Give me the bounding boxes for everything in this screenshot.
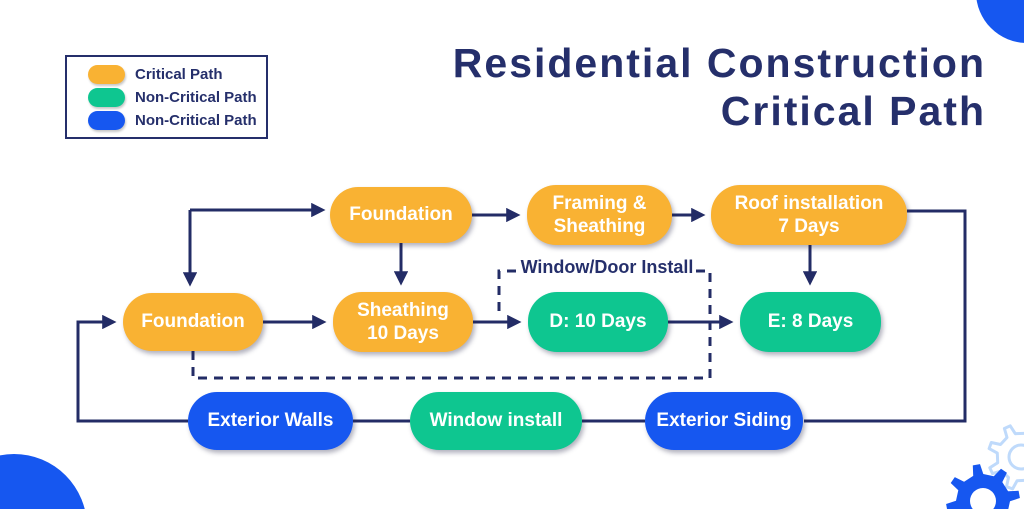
group-label-window-door-install: Window/Door Install bbox=[519, 257, 695, 278]
node-foundation-top: Foundation bbox=[330, 187, 472, 243]
node-label: Exterior Siding bbox=[656, 410, 792, 432]
node-framing-sheathing: Framing &Sheathing bbox=[527, 185, 672, 245]
node-label: Foundation bbox=[141, 311, 245, 333]
legend-pill-icon bbox=[88, 87, 125, 107]
node-label: Roof installation bbox=[734, 192, 884, 214]
page-title: Residential Construction Critical Path bbox=[306, 40, 986, 135]
node-label: 10 Days bbox=[367, 323, 439, 344]
legend-item-label: Critical Path bbox=[135, 65, 223, 83]
legend-pill-icon bbox=[88, 64, 125, 84]
page-title-line1: Residential Construction bbox=[452, 40, 986, 86]
node-label: Exterior Walls bbox=[207, 410, 334, 432]
gear-outline-hole bbox=[1007, 443, 1024, 471]
node-label: Foundation bbox=[349, 204, 453, 226]
node-label: Sheathing bbox=[357, 299, 449, 321]
edge-roof-to-exterior-siding bbox=[804, 209, 967, 423]
node-label: D: 10 Days bbox=[549, 311, 647, 333]
edge-loop-to-foundation-mid bbox=[76, 314, 188, 423]
node-e-8-days: E: 8 Days bbox=[740, 292, 881, 352]
node-exterior-siding: Exterior Siding bbox=[645, 392, 803, 450]
gear-icon bbox=[946, 424, 1024, 509]
node-label: 7 Days bbox=[778, 216, 840, 237]
legend-item-label: Non-Critical Path bbox=[135, 88, 257, 106]
legend-pill-icon bbox=[88, 110, 125, 130]
node-label: Sheathing bbox=[553, 216, 646, 237]
edge-dashed-foundation-to-group bbox=[191, 269, 712, 380]
node-d-10-days: D: 10 Days bbox=[528, 292, 668, 352]
legend-item-label: Non-Critical Path bbox=[135, 111, 257, 129]
node-label: E: 8 Days bbox=[767, 311, 854, 333]
legend-item-1: Non-Critical Path bbox=[88, 87, 266, 107]
legend-item-0: Critical Path bbox=[88, 64, 266, 84]
corner-circle-bottom-left bbox=[0, 454, 85, 509]
node-window-install: Window install bbox=[410, 392, 582, 450]
gear-solid-icon bbox=[946, 464, 1020, 509]
edge-dashed-group-left bbox=[497, 269, 516, 316]
gear-hole bbox=[970, 488, 996, 509]
legend-item-2: Non-Critical Path bbox=[88, 110, 266, 130]
node-exterior-walls: Exterior Walls bbox=[188, 392, 353, 450]
corner-circle-top-right bbox=[976, 0, 1024, 43]
node-label: Framing & bbox=[552, 192, 647, 214]
node-foundation-mid: Foundation bbox=[123, 293, 263, 351]
node-label: Window install bbox=[429, 410, 563, 432]
page-title-line2: Critical Path bbox=[720, 87, 986, 134]
gear-outline-icon bbox=[987, 424, 1024, 491]
